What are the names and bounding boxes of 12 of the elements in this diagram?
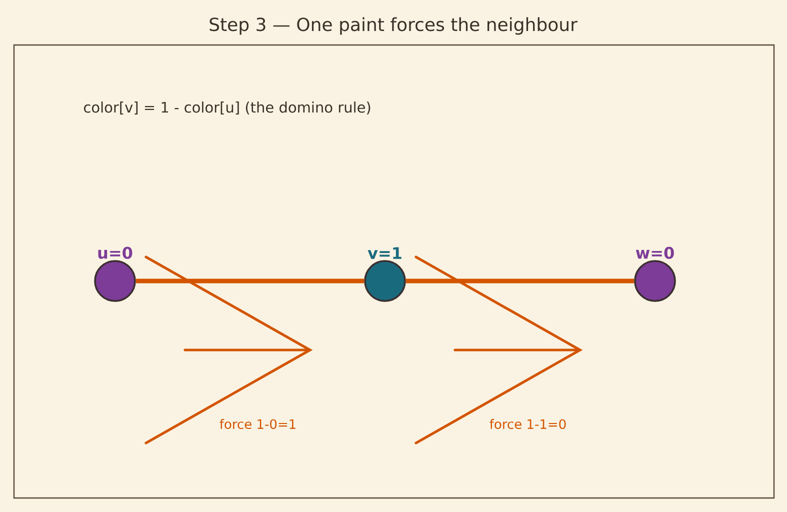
node-label: v=1 — [368, 247, 402, 259]
vertex: w=0 — [634, 246, 676, 302]
edge-line — [406, 278, 634, 284]
force-label: force 1-1=0 — [490, 418, 566, 430]
vertex: v=1 — [364, 247, 406, 302]
vertex: u=0 — [94, 246, 136, 302]
title: Step 3 — One paint forces the neighbour — [210, 17, 578, 35]
formula-note: color[v] = 1 - color[u] (the domino rule) — [84, 102, 370, 114]
force-label: force 1-0=1 — [220, 418, 296, 430]
node-label: u=0 — [98, 246, 132, 259]
edge-line — [136, 278, 364, 284]
node-label: w=0 — [636, 246, 674, 259]
